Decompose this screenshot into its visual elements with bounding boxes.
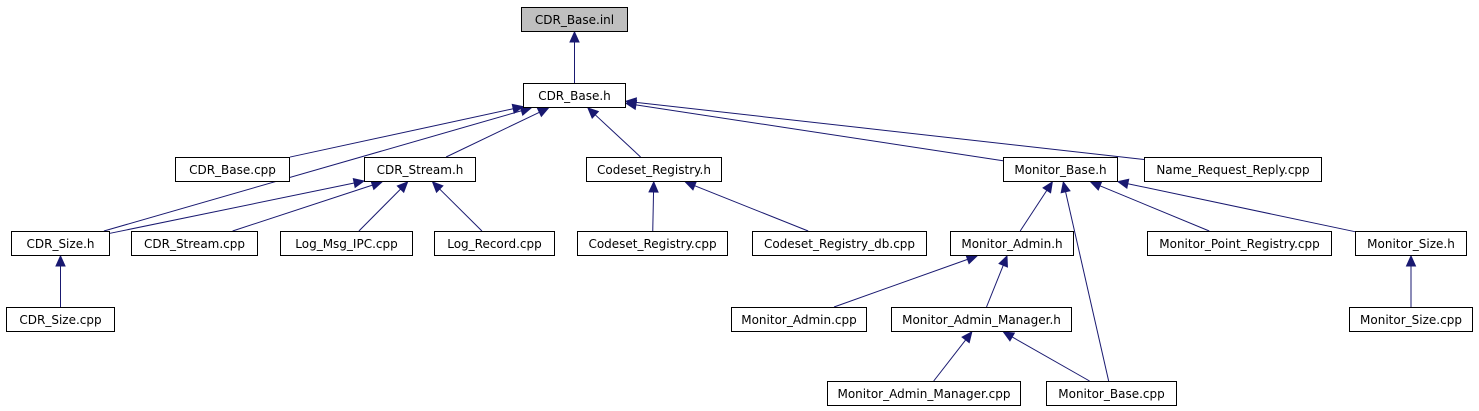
node-monitor-base-h[interactable]: Monitor_Base.h — [1003, 157, 1118, 182]
edge-cdr_size_h-to-cdr_base_h — [103, 110, 522, 232]
arrowhead-codeset_registry_cpp-to-codeset_registry_h — [648, 180, 659, 193]
arrowhead-monitor_admin_cpp-to-monitor_admin_h — [965, 254, 979, 265]
node-codeset-registry-h[interactable]: Codeset_Registry.h — [586, 157, 722, 182]
node-log-record-cpp[interactable]: Log_Record.cpp — [434, 231, 555, 256]
arrowhead-monitor_admin_manager_h-to-monitor_admin_h — [998, 254, 1008, 268]
edge-codeset_registry_db_cpp-to-codeset_registry_h — [694, 185, 809, 232]
arrowhead-cdr_size_cpp-to-cdr_size_h — [55, 254, 66, 267]
edge-monitor_base_h-to-cdr_base_h — [635, 104, 1004, 162]
arrowhead-monitor_admin_manager_cpp-to-monitor_admin_manager_h — [961, 331, 973, 344]
node-codeset-registry-db-cpp[interactable]: Codeset_Registry_db.cpp — [752, 231, 927, 256]
arrowhead-codeset_registry_db_cpp-to-codeset_registry_h — [684, 180, 698, 191]
node-monitor-size-cpp[interactable]: Monitor_Size.cpp — [1349, 307, 1473, 332]
node-monitor-size-h[interactable]: Monitor_Size.h — [1355, 231, 1467, 256]
node-log-msg-ipc-cpp[interactable]: Log_Msg_IPC.cpp — [280, 231, 413, 256]
edge-cdr_base_cpp-to-cdr_base_h — [289, 108, 514, 158]
edge-monitor_base_cpp-to-monitor_admin_manager_h — [1011, 336, 1090, 382]
node-cdr-base-h[interactable]: CDR_Base.h — [523, 83, 626, 108]
node-monitor-point-registry-cpp[interactable]: Monitor_Point_Registry.cpp — [1147, 231, 1332, 256]
edge-name_request_reply_cpp-to-cdr_base_h — [635, 101, 1145, 160]
arrowhead-monitor_base_cpp-to-monitor_base_h — [1060, 180, 1071, 194]
edge-monitor_admin_h-to-monitor_base_h — [1019, 190, 1048, 232]
arrowhead-log_msg_ipc_cpp-to-cdr_stream_h — [396, 181, 409, 194]
node-cdr-size-h[interactable]: CDR_Size.h — [11, 231, 110, 256]
edge-codeset_registry_cpp-to-codeset_registry_h — [652, 191, 655, 232]
edge-monitor_admin_manager_cpp-to-monitor_admin_manager_h — [933, 339, 967, 382]
node-codeset-registry-cpp[interactable]: Codeset_Registry.cpp — [577, 231, 728, 256]
node-cdr-base-cpp[interactable]: CDR_Base.cpp — [175, 157, 290, 182]
arrowhead-log_record_cpp-to-cdr_stream_h — [431, 181, 444, 194]
edge-cdr_stream_h-to-cdr_base_h — [445, 111, 540, 158]
edge-log_record_cpp-to-cdr_stream_h — [439, 188, 483, 232]
edge-codeset_registry_h-to-cdr_base_h — [594, 114, 641, 158]
arrowhead-cdr_stream_h-to-cdr_base_h — [536, 107, 550, 118]
arrowhead-cdr_base_h-to-cdr_base_inl — [569, 30, 580, 43]
node-monitor-admin-manager-cpp[interactable]: Monitor_Admin_Manager.cpp — [827, 381, 1021, 406]
arrowhead-name_request_reply_cpp-to-cdr_base_h — [624, 97, 638, 108]
arrowhead-monitor_admin_h-to-monitor_base_h — [1042, 180, 1053, 194]
node-cdr-size-cpp[interactable]: CDR_Size.cpp — [6, 307, 115, 332]
arrowhead-cdr_size_h-to-cdr_stream_h — [352, 177, 366, 189]
node-monitor-admin-h[interactable]: Monitor_Admin.h — [950, 231, 1074, 256]
arrowhead-monitor_size_h-to-monitor_base_h — [1116, 178, 1130, 189]
node-monitor-admin-cpp[interactable]: Monitor_Admin.cpp — [731, 307, 867, 332]
arrowhead-monitor_size_cpp-to-monitor_size_h — [1405, 254, 1417, 267]
node-monitor-admin-manager-h[interactable]: Monitor_Admin_Manager.h — [891, 307, 1072, 332]
arrowhead-cdr_stream_cpp-to-cdr_stream_h — [370, 180, 384, 191]
arrowhead-codeset_registry_h-to-cdr_base_h — [587, 107, 600, 120]
node-cdr-stream-cpp[interactable]: CDR_Stream.cpp — [131, 231, 258, 256]
edge-monitor_size_h-to-monitor_base_h — [1127, 183, 1356, 233]
edge-monitor_base_cpp-to-monitor_base_h — [1065, 191, 1110, 382]
node-cdr-base-inl: CDR_Base.inl — [521, 7, 628, 32]
edge-monitor_admin_cpp-to-monitor_admin_h — [833, 258, 968, 308]
edge-monitor_point_registry_cpp-to-monitor_base_h — [1099, 185, 1210, 232]
edge-monitor_admin_manager_h-to-monitor_admin_h — [986, 265, 1004, 308]
arrowhead-monitor_base_cpp-to-monitor_admin_manager_h — [1002, 331, 1016, 342]
node-monitor-base-cpp[interactable]: Monitor_Base.cpp — [1046, 381, 1177, 406]
edge-cdr_stream_cpp-to-cdr_stream_h — [232, 184, 373, 232]
node-cdr-stream-h[interactable]: CDR_Stream.h — [364, 157, 476, 182]
edge-log_msg_ipc_cpp-to-cdr_stream_h — [358, 188, 401, 232]
node-name-request-reply-cpp[interactable]: Name_Request_Reply.cpp — [1144, 157, 1322, 182]
arrowhead-monitor_point_registry_cpp-to-monitor_base_h — [1089, 181, 1103, 191]
edge-cdr_size_h-to-cdr_stream_h — [109, 182, 355, 234]
